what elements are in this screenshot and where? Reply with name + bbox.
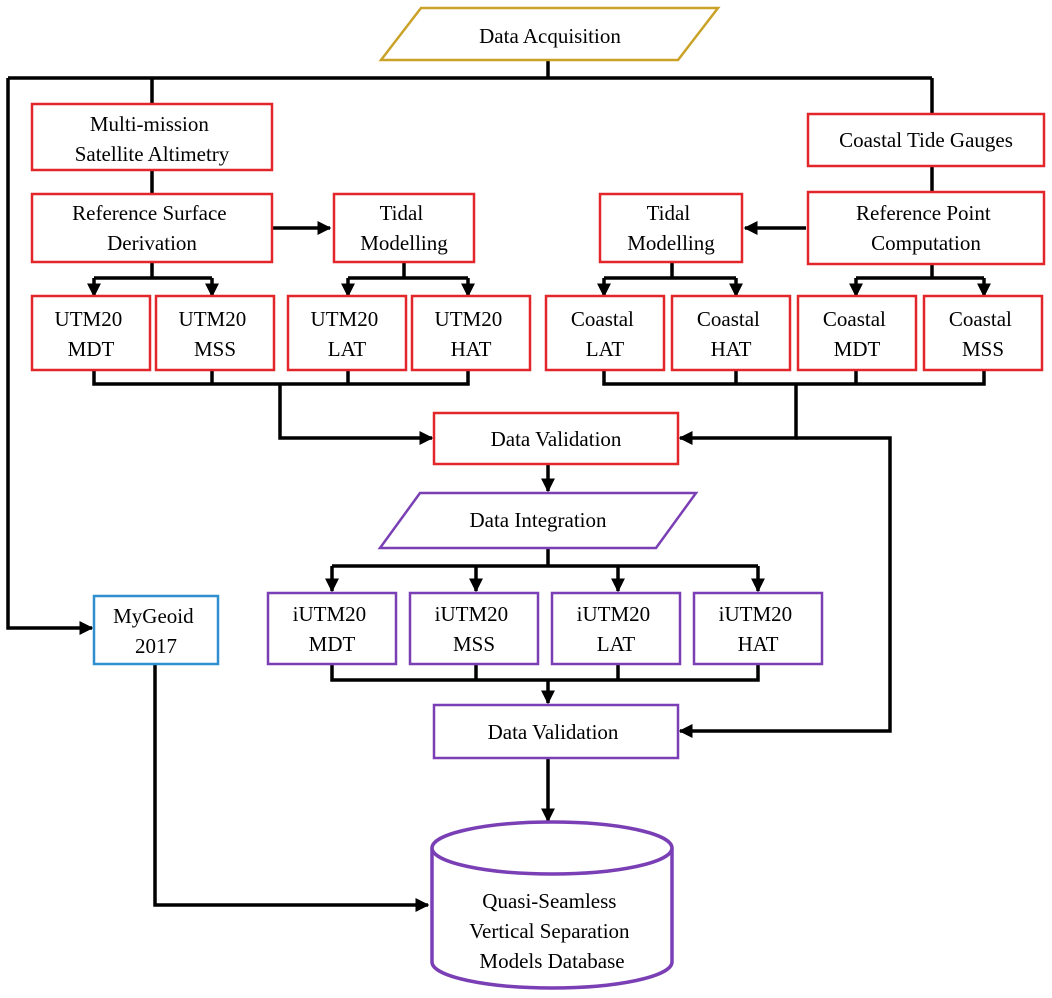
tidal-modelling-left-label-2: Modelling: [360, 231, 448, 255]
iutm20-lat-label-1: iUTM20: [577, 602, 651, 626]
svg-text:Tidal Modelling: Tidal Modelling: [360, 201, 448, 255]
iutm20-mss-node: iUTM20 MSS: [408, 591, 540, 666]
utm20-mdt-label-1: UTM20: [55, 307, 123, 331]
iutm20-hat-label-2: HAT: [738, 632, 779, 656]
utm20-mdt-node: UTM20 MDT: [30, 294, 152, 372]
iutm20-mss-label-2: MSS: [453, 632, 495, 656]
mygeoid-label-1: MyGeoid: [113, 604, 194, 628]
satellite-altimetry-label-2: Satellite Altimetry: [75, 142, 230, 166]
satellite-altimetry-label-1: Multi-mission: [90, 112, 210, 136]
data-validation-1-label: Data Validation: [491, 427, 622, 451]
iutm20-lat-label-2: LAT: [597, 632, 636, 656]
reference-point-label-2: Computation: [871, 231, 981, 255]
mygeoid-node: MyGeoid 2017: [92, 594, 220, 666]
utm20-lat-label-2: LAT: [328, 337, 367, 361]
utm20-mss-node: UTM20 MSS: [154, 294, 276, 372]
reference-surface-label-1: Reference Surface: [72, 201, 226, 225]
data-acquisition-node: Data Acquisition: [378, 6, 721, 62]
svg-text:Coastal LAT: Coastal LAT: [571, 307, 639, 361]
tidal-modelling-right-label-2: Modelling: [627, 231, 715, 255]
svg-text:Quasi-Seamless Vertical: Quasi-Seamless Vertical Separation Model…: [469, 889, 635, 973]
reference-surface-label-2: Derivation: [107, 231, 197, 255]
coastal-mss-node: Coastal MSS: [922, 294, 1044, 372]
coastal-hat-node: Coastal HAT: [670, 294, 792, 372]
data-integration-node: Data Integration: [377, 491, 699, 550]
utm20-lat-node: UTM20 LAT: [286, 294, 408, 372]
svg-text:iUTM20 MSS: iUTM20 MSS: [435, 602, 514, 656]
edge-utm-merge: [92, 370, 470, 386]
svg-text:Coastal MDT: Coastal MDT: [823, 307, 891, 361]
satellite-altimetry-node: Multi-mission Satellite Altimetry: [30, 102, 274, 172]
tidal-modelling-right-node: Tidal Modelling: [598, 192, 744, 264]
svg-text:UTM20 HAT: UTM20 HAT: [435, 307, 508, 361]
iutm20-mdt-label-2: MDT: [309, 632, 356, 656]
svg-text:Tidal Modelling: Tidal Modelling: [627, 201, 715, 255]
database-cylinder-node: Quasi-Seamless Vertical Separation Model…: [430, 820, 674, 990]
coastal-mss-label-1: Coastal: [949, 307, 1012, 331]
data-validation-2-label: Data Validation: [488, 720, 619, 744]
svg-text:MyGeoid 2017: MyGeoid 2017: [113, 604, 199, 658]
coastal-tide-gauges-label: Coastal Tide Gauges: [839, 128, 1013, 152]
utm20-hat-label-2: HAT: [451, 337, 492, 361]
iutm20-mdt-label-1: iUTM20: [293, 602, 367, 626]
reference-point-label-1: Reference Point: [856, 201, 991, 225]
connectors: [6, 60, 991, 912]
mygeoid-label-2: 2017: [135, 634, 177, 658]
coastal-hat-label-1: Coastal: [697, 307, 760, 331]
edge-coastal-merge: [602, 370, 986, 386]
coastal-mss-label-2: MSS: [962, 337, 1004, 361]
iutm20-mdt-node: iUTM20 MDT: [266, 591, 398, 666]
utm20-mss-label-2: MSS: [194, 337, 236, 361]
svg-text:Reference Point Computat: Reference Point Computation: [856, 201, 996, 255]
svg-text:UTM20 MDT: UTM20 MDT: [55, 307, 128, 361]
reference-point-node: Reference Point Computation: [806, 190, 1046, 266]
edge-bus-to-mygeoid: [6, 78, 94, 635]
edge-utm-merge-to-validation: [278, 384, 434, 445]
tidal-modelling-left-label-1: Tidal: [380, 201, 424, 225]
database-label-2: Vertical Separation: [469, 919, 630, 943]
iutm20-mss-label-1: iUTM20: [435, 602, 509, 626]
tidal-modelling-right-label-1: Tidal: [647, 201, 691, 225]
tidal-modelling-left-node: Tidal Modelling: [332, 192, 476, 264]
svg-text:Reference Surface Deriva: Reference Surface Derivation: [72, 201, 232, 255]
database-label-1: Quasi-Seamless: [482, 889, 616, 913]
coastal-hat-label-2: HAT: [711, 337, 752, 361]
coastal-mdt-node: Coastal MDT: [796, 294, 918, 372]
data-validation-1-node: Data Validation: [432, 411, 680, 466]
data-integration-label: Data Integration: [469, 508, 607, 532]
utm20-mss-label-1: UTM20: [179, 307, 247, 331]
svg-text:UTM20 LAT: UTM20 LAT: [311, 307, 384, 361]
edge-coastal-merge-to-validation: [678, 384, 798, 445]
svg-text:Multi-mission Satellite: Multi-mission Satellite Altimetry: [75, 112, 230, 166]
iutm20-hat-node: iUTM20 HAT: [692, 591, 824, 666]
svg-text:iUTM20 MDT: iUTM20 MDT: [293, 602, 372, 656]
coastal-tide-gauges-node: Coastal Tide Gauges: [806, 112, 1046, 168]
svg-text:UTM20 MSS: UTM20 MSS: [179, 307, 252, 361]
svg-text:iUTM20 HAT: iUTM20 HAT: [719, 602, 798, 656]
svg-text:Coastal HAT: Coastal HAT: [697, 307, 765, 361]
data-acquisition-label: Data Acquisition: [479, 24, 621, 48]
svg-text:Coastal MSS: Coastal MSS: [949, 307, 1017, 361]
edge-coastal-to-validation-2: [678, 436, 892, 738]
coastal-lat-label-2: LAT: [586, 337, 625, 361]
utm20-mdt-label-2: MDT: [68, 337, 115, 361]
edge-iutm-merge: [330, 664, 760, 682]
edge-mygeoid-to-database: [153, 664, 430, 912]
reference-surface-node: Reference Surface Derivation: [30, 192, 274, 264]
coastal-mdt-label-2: MDT: [834, 337, 881, 361]
coastal-lat-label-1: Coastal: [571, 307, 634, 331]
svg-text:iUTM20 LAT: iUTM20 LAT: [577, 602, 656, 656]
coastal-lat-node: Coastal LAT: [544, 294, 666, 372]
utm20-hat-label-1: UTM20: [435, 307, 503, 331]
data-validation-2-node: Data Validation: [432, 703, 680, 760]
iutm20-lat-node: iUTM20 LAT: [550, 591, 682, 666]
coastal-mdt-label-1: Coastal: [823, 307, 886, 331]
utm20-lat-label-1: UTM20: [311, 307, 379, 331]
utm20-hat-node: UTM20 HAT: [410, 294, 532, 372]
database-label-3: Models Database: [479, 949, 624, 973]
iutm20-hat-label-1: iUTM20: [719, 602, 793, 626]
